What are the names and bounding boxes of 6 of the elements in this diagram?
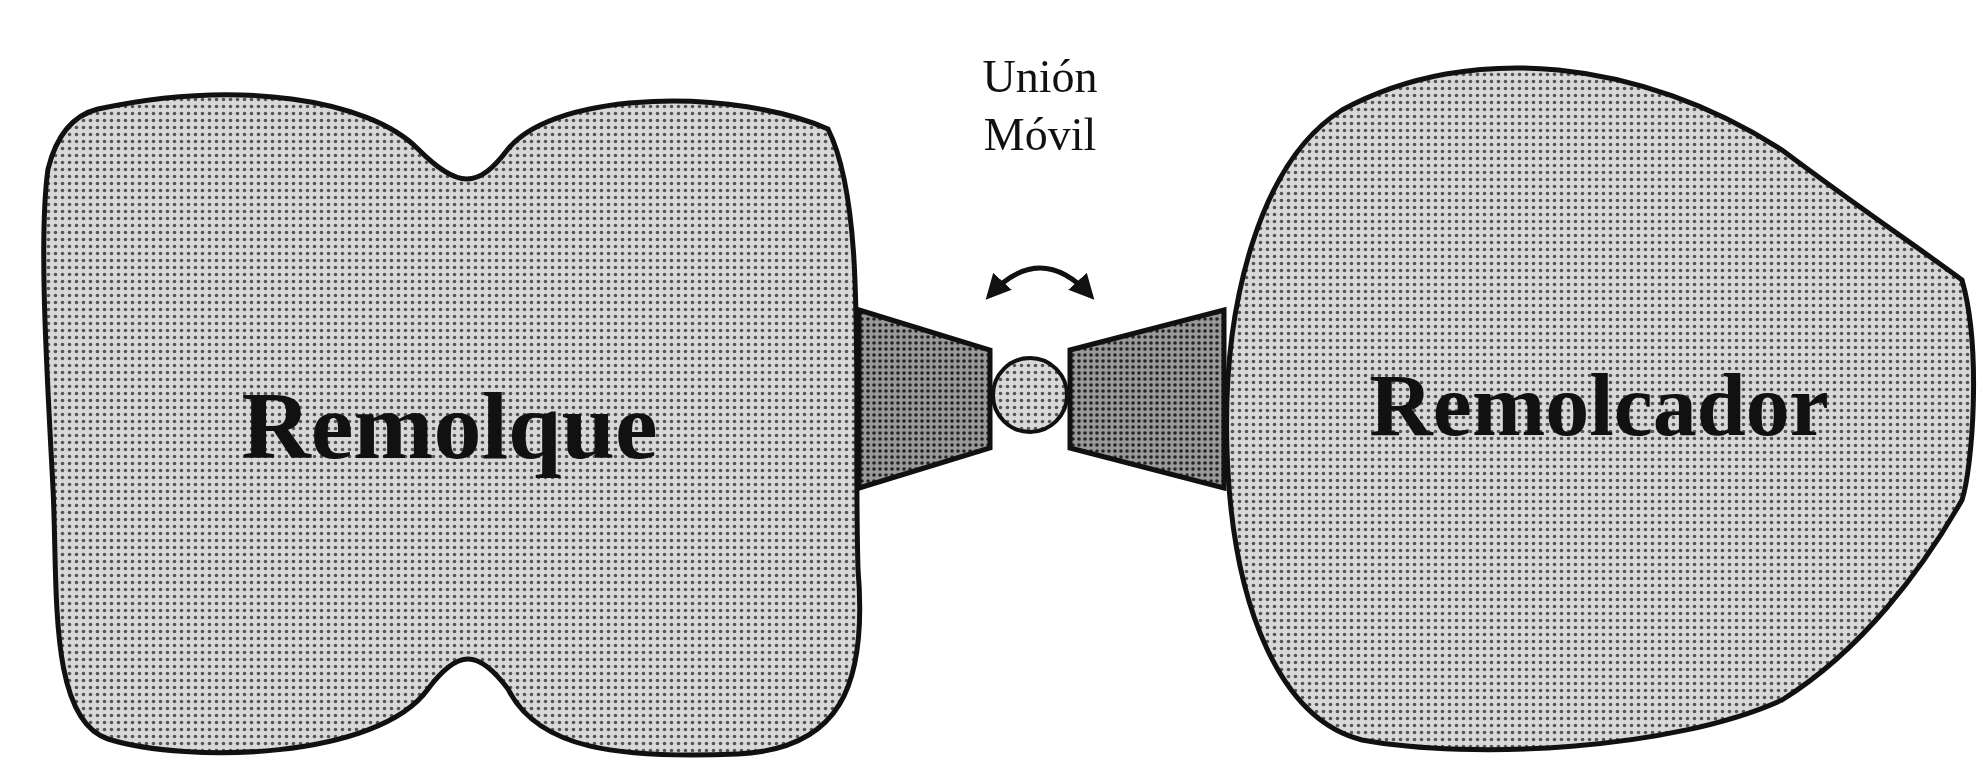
shape-label: Remolque <box>240 370 659 480</box>
joint-label: Unión Móvil <box>981 50 1099 162</box>
joint-circle <box>990 355 1070 435</box>
connector-trapezoid <box>859 310 990 488</box>
shape-label: Remolcador <box>1368 355 1830 456</box>
trailer-blob <box>38 89 861 760</box>
